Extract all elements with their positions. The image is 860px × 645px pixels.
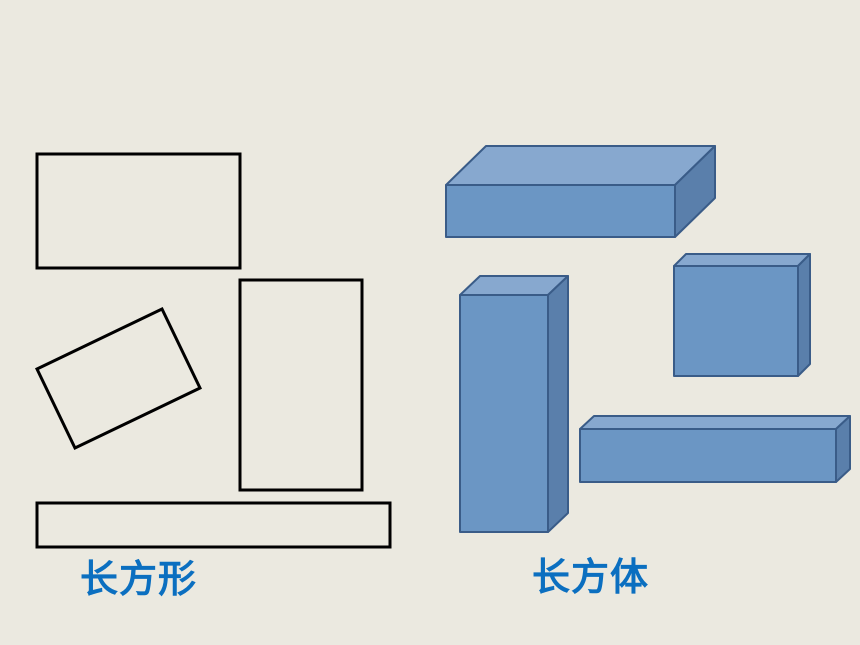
cuboid-front-face — [445, 184, 676, 238]
cuboid-top-face — [579, 415, 851, 430]
rectangle-long-strip — [35, 501, 392, 549]
cuboid-flat-slab — [445, 145, 716, 238]
cuboid-top-face — [445, 145, 716, 186]
cuboids-group — [445, 145, 851, 533]
rectangle-wide — [35, 152, 242, 270]
cuboid-caption: 长方体 — [532, 555, 650, 599]
cuboid-front-face — [673, 265, 799, 377]
rectangle-caption: 长方形 — [80, 557, 198, 601]
cuboid-top-face — [673, 253, 811, 267]
rectangles-group — [34, 152, 392, 549]
cuboid-tall-column — [459, 275, 569, 533]
rectangle-tall — [238, 278, 364, 492]
cuboid-small-box — [673, 253, 811, 377]
cuboid-front-face — [459, 294, 549, 533]
cuboid-side-face — [835, 415, 851, 483]
rectangle-tilted — [34, 306, 203, 451]
cuboid-side-face — [797, 253, 811, 377]
cuboid-long-bar — [579, 415, 851, 483]
cuboid-front-face — [579, 428, 837, 483]
cuboid-side-face — [547, 275, 569, 533]
